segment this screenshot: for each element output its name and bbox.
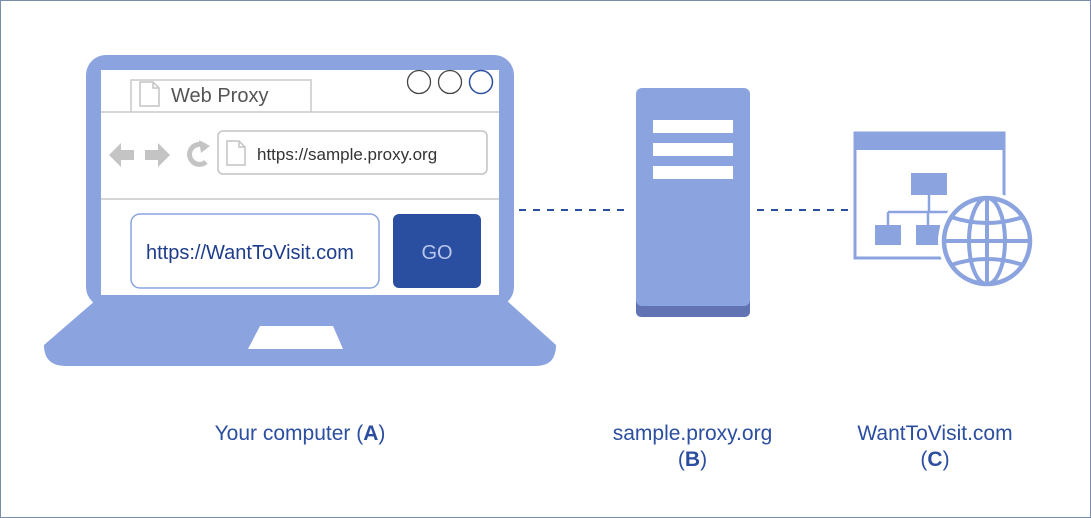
proxy-label-letter: B xyxy=(684,448,701,471)
url-input-field[interactable] xyxy=(130,213,380,289)
computer-label-letter: A xyxy=(363,422,379,445)
browser-window: Web Proxy https://sample.proxy.org https… xyxy=(101,69,499,295)
url-input-value: https://WantToVisit.com xyxy=(146,242,354,264)
sitemap-icon xyxy=(875,173,950,245)
browser-tab[interactable] xyxy=(130,79,312,112)
laptop-trackpad xyxy=(248,326,343,349)
window-maximize-button[interactable] xyxy=(468,69,494,95)
proxy-label-tag: (B) xyxy=(677,448,708,471)
proxy-server xyxy=(636,88,750,317)
globe-icon xyxy=(938,192,1036,290)
tab-page-icon xyxy=(139,81,160,107)
forward-arrow-icon[interactable] xyxy=(145,143,170,167)
proxy-label: sample.proxy.org (B) xyxy=(570,421,815,473)
website-title-bar xyxy=(855,133,1004,150)
reload-icon[interactable] xyxy=(187,140,210,167)
website-icon xyxy=(853,131,1036,290)
go-button[interactable] xyxy=(393,214,481,288)
site-label-tag: (C) xyxy=(920,448,950,471)
site-label-letter: C xyxy=(927,448,943,471)
site-label: WantToVisit.com (C) xyxy=(820,421,1050,473)
computer-label-text: Your computer ( xyxy=(214,422,364,445)
computer-label: Your computer (A) xyxy=(150,421,450,447)
go-button-label: GO xyxy=(421,242,452,264)
tab-title: Web Proxy xyxy=(171,85,268,107)
server-body xyxy=(636,88,750,306)
address-url: https://sample.proxy.org xyxy=(257,145,437,164)
server-slot xyxy=(653,120,733,133)
server-slot xyxy=(653,166,733,179)
server-slot xyxy=(653,143,733,156)
computer-label-close: ) xyxy=(378,422,386,445)
proxy-label-name: sample.proxy.org xyxy=(612,422,773,445)
window-minimize-button[interactable] xyxy=(437,69,463,95)
address-bar[interactable] xyxy=(217,130,488,175)
site-label-name: WantToVisit.com xyxy=(857,422,1013,445)
back-arrow-icon[interactable] xyxy=(109,143,134,167)
address-page-icon xyxy=(226,140,246,166)
window-close-button[interactable] xyxy=(406,69,432,95)
